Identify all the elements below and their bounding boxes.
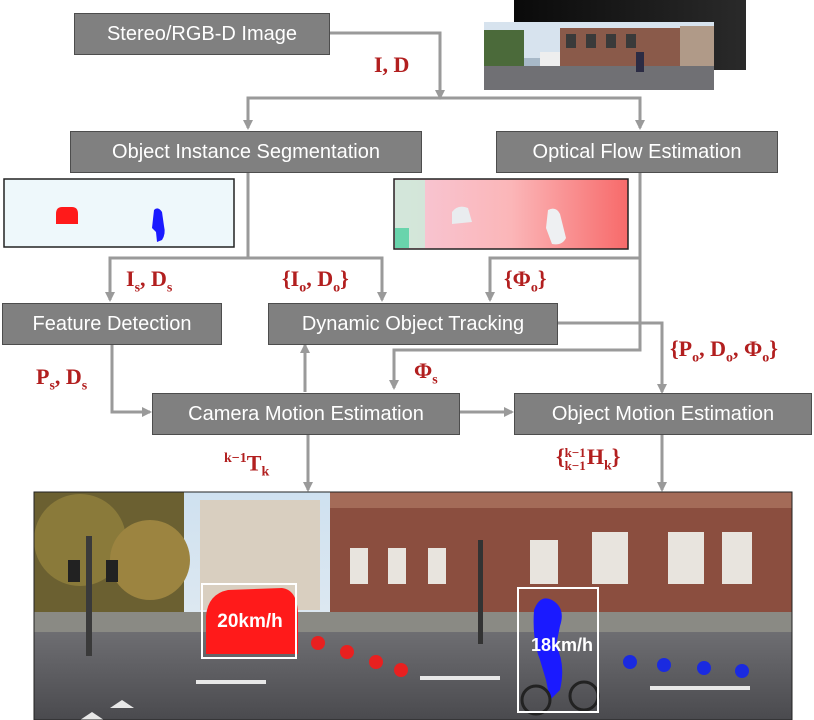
car-bounding-box [201,583,297,659]
arrow-input-to-split [330,31,445,100]
label-objpts-sub2: o [726,350,733,366]
cyclist-trajectory-dot [735,664,749,678]
label-static-points: Ps, Ds [36,366,87,393]
car-mask [206,588,298,654]
optical-flow-thumbnail [393,178,629,250]
label-obj-sub1: o [299,280,307,296]
label-points-sub2: s [81,378,88,394]
cyclist-trajectory-dot [623,655,637,669]
label-static-symbols: Is, Ds [126,268,172,295]
label-points-d: , D [54,364,82,389]
label-flows-sym: Φ [414,358,433,383]
car-trajectory-dot [369,655,383,669]
flow-car-blob [452,206,472,224]
segmentation-mask-thumbnail [3,178,235,248]
car-trajectory-dots [311,636,408,677]
arrow-feature-to-camera [110,343,152,417]
label-objh-presub: k−1 [564,458,586,473]
arrow-split-to-flow [440,96,645,130]
label-objh-close: } [611,444,621,470]
arrow-split-to-segmentation [243,96,440,130]
camera-motion-box: Camera Motion Estimation [152,393,460,435]
label-static-i: I [126,266,135,291]
label-object-points: {Po, Do, Φo} [670,338,778,365]
arrow-flow-to-tracking [485,170,642,302]
feature-detection-box: Feature Detection [2,303,222,345]
label-cam-t: T [246,450,262,476]
lane-markings [80,676,750,720]
traffic-pole [86,536,92,656]
dynamic-tracking-box: Dynamic Object Tracking [268,303,558,345]
label-flowo-sub: o [530,280,538,296]
car-trajectory-dot [394,663,408,677]
label-points-sub: s [49,378,55,394]
segmentation-cyclist-mask [152,208,165,242]
object-motion-box: Object Motion Estimation [514,393,812,435]
label-points-p: P [36,364,50,389]
label-objpts-sub1: o [692,350,700,366]
label-flows-sub: s [432,372,438,388]
flow-cyclist-blob [546,208,566,245]
cyclist-speed-label: 18km/h [531,635,593,655]
label-object-flow: {Φo} [504,268,547,295]
building-windows [350,532,752,584]
label-obj-mid: , D [306,266,334,291]
label-objh-h: H [586,444,604,470]
cyclist-trajectory-dots [623,655,749,678]
label-objpts-sub3: o [762,350,770,366]
arrow-seg-to-feature [105,170,250,302]
label-static-i-sub: s [134,280,141,296]
arrow-seg-to-tracking [248,256,387,302]
road [34,632,792,720]
cyclist-trajectory-dot [697,661,711,675]
arrow-flow-to-camera [389,258,642,390]
input-image-stack [484,0,746,90]
label-objpts-mid2: , Φ [733,336,763,361]
label-static-d-sub: s [166,280,173,296]
output-scene: 20km/h 18km/h [33,491,793,720]
input-image-box: Stereo/RGB-D Image [74,13,330,55]
cyclist-trajectory-dot [657,658,671,672]
label-input-symbols: I, D [374,52,410,77]
label-objh-open: { [556,444,565,470]
label-flowo-open: {Φ [504,266,531,291]
bicycle-wheel-rear [520,684,552,716]
label-objpts-mid1: , D [699,336,726,361]
optical-flow-box: Optical Flow Estimation [496,131,778,173]
label-cam-sup: k−1 [224,451,247,466]
label-static-d: , D [140,266,167,291]
rgb-input-thumbnail [484,22,714,90]
label-objh-sub: k [603,458,612,474]
label-flowo-close: } [537,266,547,291]
car-trajectory-dot [311,636,325,650]
cyclist-mask [533,598,563,700]
label-static-flow: Φs [414,360,438,387]
label-cam-sub: k [261,464,270,480]
label-objpts-close: } [769,336,778,361]
lamp-post [478,540,483,644]
label-obj-close: } [340,266,349,291]
building-right [330,492,792,632]
cyclist-bounding-box [517,587,599,713]
connector-arrows [105,31,667,492]
label-objh-sup: k−1 [564,445,586,460]
label-camera-pose: k−1Tk [224,452,269,480]
label-object-symbols: {Io, Do} [282,268,349,295]
label-obj-sub2: o [333,280,341,296]
segmentation-car-mask [56,207,78,224]
car-speed-label: 20km/h [217,611,282,632]
segmentation-box: Object Instance Segmentation [70,131,422,173]
label-obj-open: {I [282,266,300,291]
arrow-tracking-to-object [558,321,667,394]
label-objpts-open: {P [670,336,693,361]
car-trajectory-dot [340,645,354,659]
